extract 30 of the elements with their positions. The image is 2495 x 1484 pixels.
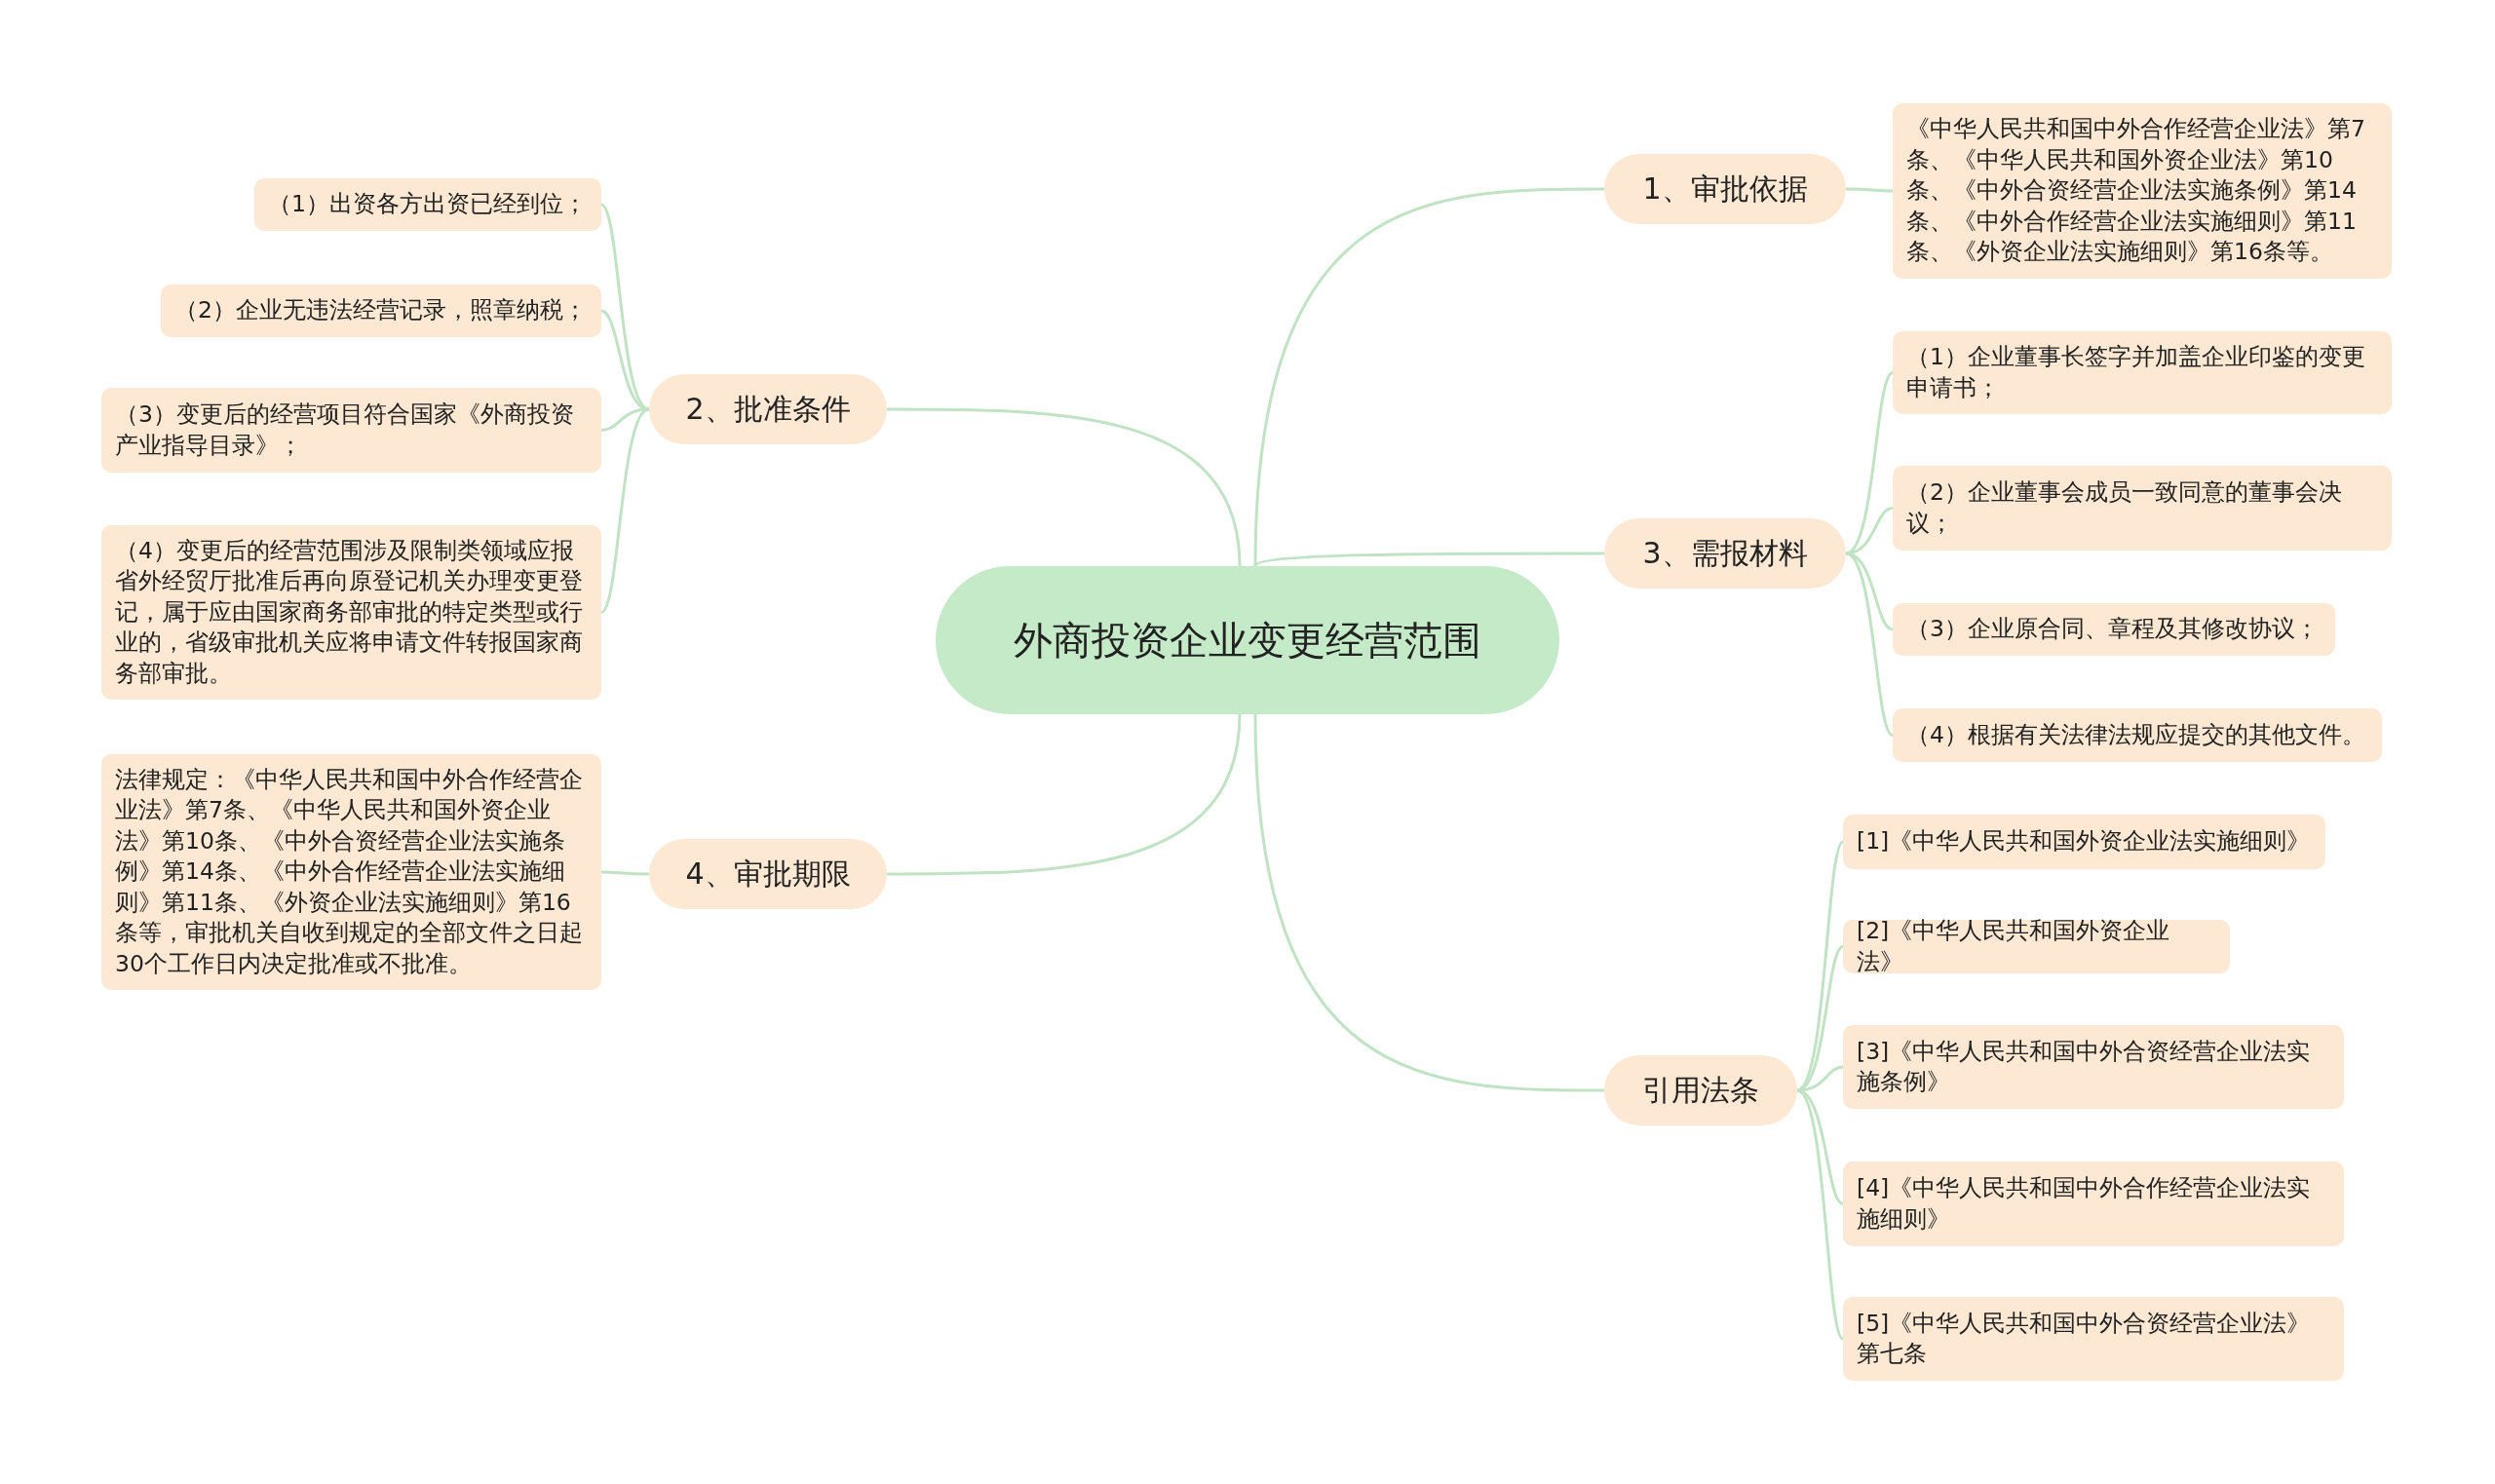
text-box: （2）企业董事会成员一致同意的董事会决议； [1893,466,2392,551]
text-box: （3）企业原合同、章程及其修改协议； [1893,603,2335,656]
topic-box: 1、审批依据 [1604,154,1846,224]
text-box: [1]《中华人民共和国外资企业法实施细则》 [1843,815,2325,869]
text-box: [5]《中华人民共和国中外合资经营企业法》第七条 [1843,1297,2344,1381]
text-box: （4）根据有关法律法规应提交的其他文件。 [1893,708,2382,762]
connector-line [1253,187,1604,567]
text-box: 《中华人民共和国中外合作经营企业法》第7条、《中华人民共和国外资企业法》第10条、《中外合资经营企业法实施条例》第14条、《中外合作经营企业法实施细则》第11条、《外资企业法实施细则》第16条等。 [1893,103,2392,279]
text-box: [4]《中华人民共和国中外合作经营企业法实施细则》 [1843,1161,2344,1246]
text-box: [3]《中华人民共和国中外合资经营企业法实施条例》 [1843,1025,2344,1109]
text-box: （1）出资各方出资已经到位； [254,178,601,231]
text-box: [2]《中华人民共和国外资企业法》 [1843,920,2230,973]
connector-line [1254,552,1604,568]
topic-box: 2、批准条件 [649,374,887,444]
text-box: （4）变更后的经营范围涉及限制类领域应报省外经贸厅批准后再向原登记机关办理变更登记，属于应由国家商务部审批的特定类型或行业的，省级审批机关应将申请文件转报国家商务部审批。 [101,525,601,700]
text-box: （2）企业无违法经营记录，照章纳税； [161,285,601,337]
topic-box: 4、审批期限 [649,839,887,909]
connector-line [1846,187,1893,193]
topic-box: 引用法条 [1604,1055,1797,1125]
connector-line [1253,713,1604,1092]
connector-line [599,407,650,614]
connector-line [1796,1088,1845,1340]
text-box: （3）变更后的经营项目符合国家《外商投资产业指导目录》； [101,388,601,473]
connector-line [601,870,649,876]
central-topic: 外商投资企业变更经营范围 [936,566,1559,714]
text-box: （1）企业董事长签字并加盖企业印鉴的变更申请书； [1893,331,2392,414]
text-box: 法律规定：《中华人民共和国中外合作经营企业法》第7条、《中华人民共和国外资企业法》第10条、《中外合资经营企业法实施条例》第14条、《中外合作经营企业法实施细则》第11条、《外资企业法实施细则》第16条等，审批机关自收到规定的全部文件之日起30个工作日内决定批准或不批准。 [101,754,601,990]
connector-line [887,407,1242,567]
connector-line [887,713,1242,876]
topic-box: 3、需报材料 [1604,518,1846,589]
